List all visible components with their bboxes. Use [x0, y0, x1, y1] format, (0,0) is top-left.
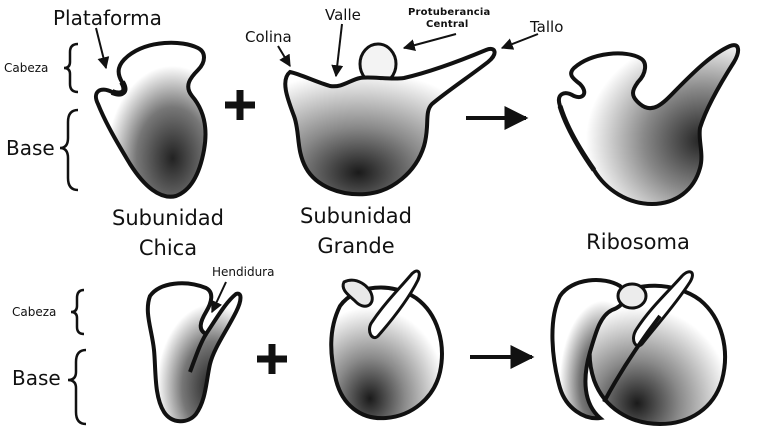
pointer-colina [278, 46, 290, 66]
label-colina: Colina [245, 30, 292, 45]
large-subunit-top [285, 44, 494, 194]
label-protuberancia-2: Central [426, 20, 469, 30]
label-plataforma: Plataforma [53, 8, 162, 28]
pointer-plataforma [96, 28, 106, 68]
plus-top [225, 90, 255, 120]
label-base-top: Base [6, 138, 55, 158]
pointer-valle [336, 24, 342, 76]
pointer-protuberancia [404, 34, 456, 48]
label-cabeza-top: Cabeza [4, 62, 48, 74]
caption-ribosome: Ribosoma [568, 232, 708, 253]
plus-bottom [257, 344, 287, 374]
large-subunit-bottom [331, 271, 442, 418]
caption-large-1: Subunidad [296, 206, 416, 227]
label-cabeza-bottom: Cabeza [12, 306, 56, 318]
ribosome-bottom [552, 272, 725, 424]
label-protuberancia-1: Protuberancia [408, 8, 490, 18]
label-valle: Valle [325, 8, 361, 23]
label-base-bottom: Base [12, 368, 61, 388]
caption-small-1: Subunidad [108, 208, 228, 229]
bracket-base-bottom [68, 350, 86, 424]
bracket-cabeza-top [64, 44, 78, 92]
small-subunit-bottom [148, 283, 241, 421]
label-hendidura: Hendidura [212, 266, 274, 278]
small-subunit-top [96, 43, 206, 197]
caption-small-2: Chica [108, 238, 228, 259]
pointer-tallo [502, 34, 538, 48]
bracket-base-top [60, 110, 78, 190]
caption-large-2: Grande [296, 236, 416, 257]
label-tallo: Tallo [530, 20, 563, 35]
ribosome-top [559, 45, 738, 204]
bracket-cabeza-bottom [71, 290, 84, 334]
